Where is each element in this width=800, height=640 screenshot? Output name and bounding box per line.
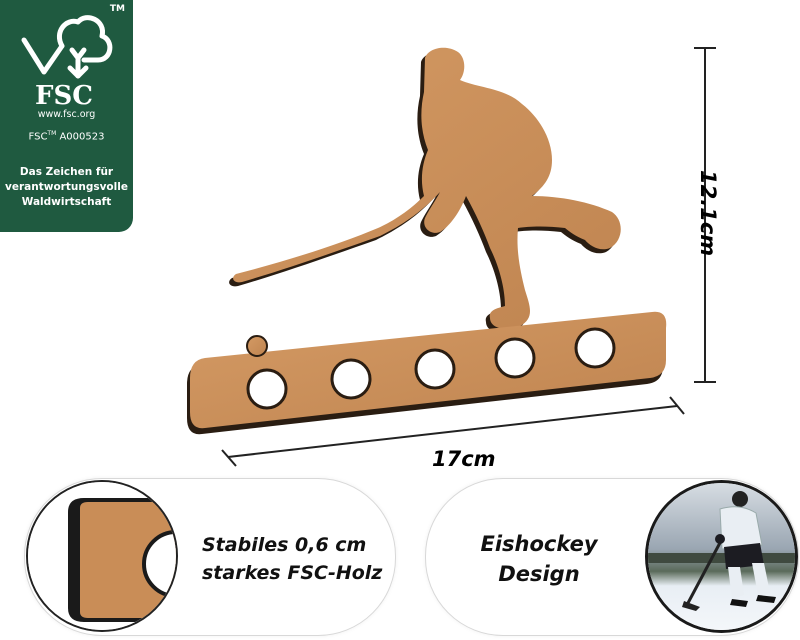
fsc-badge: FSC TM www.fsc.org FSCTM A000523 Das Zei… — [0, 0, 133, 232]
fsc-caption-line: verantwortungsvolle — [5, 181, 128, 193]
feature-line: Design — [498, 562, 580, 586]
product-illustration — [187, 47, 716, 467]
feature-line: starkes FSC-Holz — [202, 562, 383, 584]
fsc-caption-line: Das Zeichen für — [19, 166, 114, 178]
fsc-code-number: A000523 — [59, 131, 105, 143]
fsc-code-prefix: FSC — [28, 131, 48, 143]
height-label: 12.1cm — [696, 170, 720, 257]
height-dimension-line — [694, 47, 716, 383]
hockey-player-silhouette — [229, 47, 621, 333]
hockey-player-photo — [645, 480, 798, 633]
fsc-caption: Das Zeichen für verantwortungsvolle Wald… — [0, 165, 133, 210]
width-dimension-line — [221, 396, 685, 467]
fsc-tree-logo-icon: FSC — [21, 15, 113, 108]
fsc-trademark: TM — [109, 4, 125, 14]
feature-line: Eishockey — [480, 532, 598, 556]
medal-holder-bar — [187, 311, 667, 435]
fsc-license-code: FSCTM A000523 — [0, 130, 133, 142]
fsc-brand-text: FSC — [35, 81, 93, 108]
fsc-caption-line: Waldwirtschaft — [21, 196, 112, 208]
wood-closeup-image — [26, 480, 178, 632]
feature-line: Stabiles 0,6 cm — [202, 534, 367, 556]
width-label: 17cm — [432, 447, 496, 471]
fsc-code-tm: TM — [47, 130, 57, 137]
feature-text: Stabiles 0,6 cm starkes FSC-Holz — [202, 531, 382, 587]
fsc-url: www.fsc.org — [37, 109, 96, 120]
feature-wood-thickness: Stabiles 0,6 cm starkes FSC-Holz — [24, 478, 396, 636]
feature-ice-hockey-design: Eishockey Design — [425, 478, 799, 636]
feature-text: Eishockey Design — [474, 529, 604, 589]
